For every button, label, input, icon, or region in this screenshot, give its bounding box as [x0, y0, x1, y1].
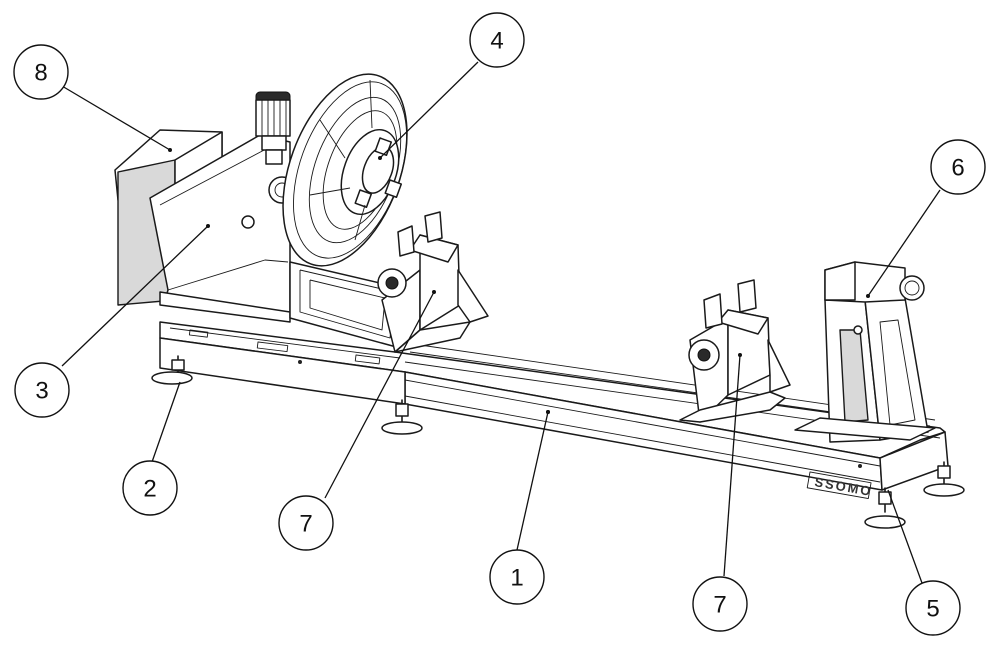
callout-7-right-number: 7	[713, 592, 726, 619]
leader-7b	[723, 354, 741, 577]
foot-right-back	[923, 461, 965, 497]
leader-1	[516, 411, 549, 551]
callout-2: 2	[122, 460, 178, 516]
callout-4: 4	[469, 12, 525, 68]
tailstock	[794, 261, 936, 443]
callout-8: 8	[13, 44, 69, 100]
faceplate-chuck	[282, 73, 408, 267]
callout-7-left-number: 7	[299, 511, 312, 538]
motor	[255, 91, 296, 204]
roller-stand-right	[679, 279, 791, 423]
leveling-feet	[151, 355, 965, 529]
callout-4-number: 4	[490, 28, 503, 55]
roller-stand-left	[377, 211, 489, 353]
callout-8-number: 8	[34, 60, 47, 87]
callout-6-number: 6	[951, 155, 964, 182]
callout-2-number: 2	[143, 476, 156, 503]
leader-2	[151, 381, 181, 463]
callout-6: 6	[930, 139, 986, 195]
leader-8	[61, 85, 171, 151]
main-bed: SSOMO	[159, 321, 949, 499]
callout-7-left: 7	[278, 495, 334, 551]
callout-3-number: 3	[35, 378, 48, 405]
callout-3: 3	[14, 362, 70, 418]
leader-7a	[324, 291, 435, 499]
leader-lines	[61, 61, 941, 584]
foot-left	[151, 355, 193, 385]
callout-1-number: 1	[510, 565, 523, 592]
drive-cabinet	[114, 129, 291, 323]
callout-5-number: 5	[926, 596, 939, 623]
foot-mid	[381, 399, 423, 435]
callout-1: 1	[489, 549, 545, 605]
callout-7-right: 7	[692, 576, 748, 632]
callout-5: 5	[905, 580, 961, 636]
leader-4	[379, 61, 479, 159]
leader-6	[867, 189, 941, 297]
foot-right-front	[864, 487, 906, 529]
leader-5	[887, 489, 923, 584]
leader-3	[61, 225, 209, 367]
